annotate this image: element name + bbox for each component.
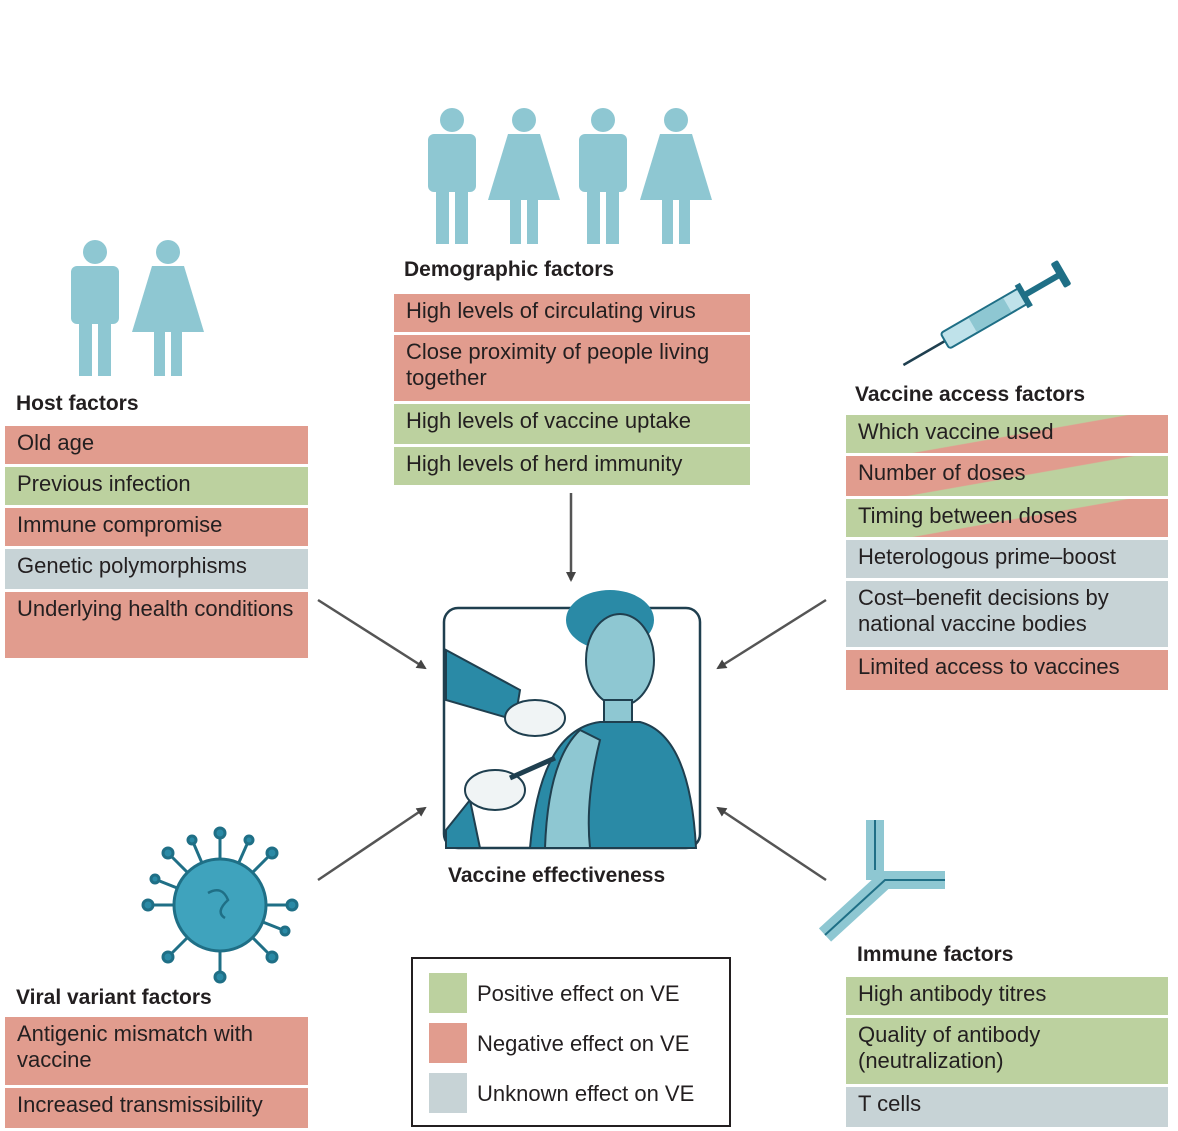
demographic-item-vaccine-uptake: High levels of vaccine uptake [394,404,750,444]
arrow-vaccine-access [716,598,827,670]
arrow-viral-variant [317,806,427,882]
viral-variant-title: Viral variant factors [16,986,212,1009]
legend: Positive effect on VE Negative effect on… [411,957,731,1127]
vaccination-icon [442,590,702,850]
demographic-item-herd-immunity: High levels of herd immunity [394,447,750,485]
legend-label-negative: Negative effect on VE [477,1031,690,1056]
vaccine-access-item-limited-access: Limited access to vaccines [846,650,1168,690]
arrows [317,493,827,882]
vaccine-access-title: Vaccine access factors [855,383,1085,406]
legend-label-unknown: Unknown effect on VE [477,1081,695,1106]
viral-variant-item-transmissibility: Increased transmissibility [5,1088,308,1128]
legend-swatch-negative [429,1023,467,1063]
host-item-genetic-polymorphisms: Genetic polymorphisms [5,549,308,589]
host-item-previous-infection: Previous infection [5,467,308,505]
antibody-icon [818,820,945,942]
vaccine-access-item-which-vaccine: Which vaccine used [846,415,1168,453]
demographic-item-close-proximity: Close proximity of people living togethe… [394,335,750,401]
vaccine-access-item-cost-benefit: Cost–benefit decisions by national vacci… [846,581,1168,647]
demographic-item-circulating-virus: High levels of circulating virus [394,294,750,332]
legend-label-positive: Positive effect on VE [477,981,680,1006]
legend-swatch-unknown [429,1073,467,1113]
host-item-immune-compromise: Immune compromise [5,508,308,546]
viral-variant-item-antigenic-mismatch: Antigenic mismatch with vaccine [5,1017,308,1085]
center-label: Vaccine effectiveness [448,864,666,887]
arrow-host [317,598,427,670]
vaccine-access-item-number-doses: Number of doses [846,456,1168,496]
vaccine-access-item-heterologous: Heterologous prime–boost [846,540,1168,578]
host-item-old-age: Old age [5,426,308,464]
immune-item-t-cells: T cells [846,1087,1168,1127]
vaccine-access-item-timing: Timing between doses [846,499,1168,537]
immune-item-antibody-quality: Quality of antibody (neutralization) [846,1018,1168,1084]
host-item-underlying-conditions: Underlying health conditions [5,592,308,658]
legend-swatch-positive [429,973,467,1013]
syringe-icon [902,260,1071,367]
people-icon [428,108,712,244]
host-people-icon [71,240,204,376]
arrow-immune [716,806,827,882]
virus-icon [141,826,299,984]
immune-item-antibody-titres: High antibody titres [846,977,1168,1015]
host-title: Host factors [16,392,139,415]
immune-title: Immune factors [857,943,1014,966]
demographic-title: Demographic factors [404,258,615,281]
